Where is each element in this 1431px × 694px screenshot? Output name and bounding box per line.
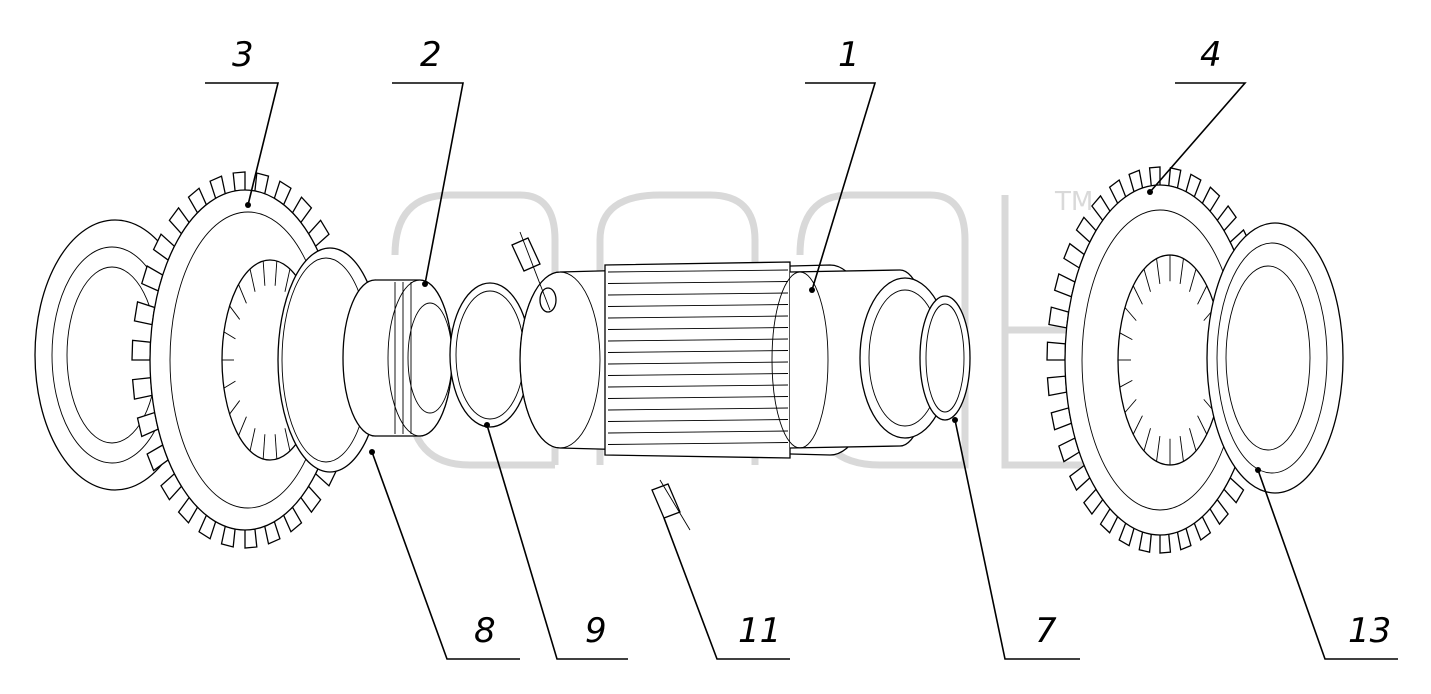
leader-lines xyxy=(205,82,1398,660)
callout-4: 4 xyxy=(1200,35,1222,75)
callout-1: 1 xyxy=(838,35,860,75)
callout-2: 2 xyxy=(420,35,442,75)
callouts: 3 2 1 4 8 9 11 7 13 xyxy=(232,35,1391,651)
part-2-sleeve xyxy=(342,279,453,437)
part-11-pins xyxy=(511,231,691,531)
part-7-ring-set xyxy=(859,277,971,439)
callout-13: 13 xyxy=(1348,611,1391,651)
callout-7: 7 xyxy=(1035,611,1057,651)
callout-3: 3 xyxy=(232,35,254,75)
callout-11: 11 xyxy=(738,611,781,651)
part-3-gear-assembly xyxy=(34,171,359,549)
watermark-tm: TM xyxy=(1054,187,1093,217)
part-9-o-ring xyxy=(449,282,531,428)
part-4-gear-assembly xyxy=(1046,166,1344,554)
callout-9: 9 xyxy=(585,611,607,651)
callout-8: 8 xyxy=(474,611,496,651)
